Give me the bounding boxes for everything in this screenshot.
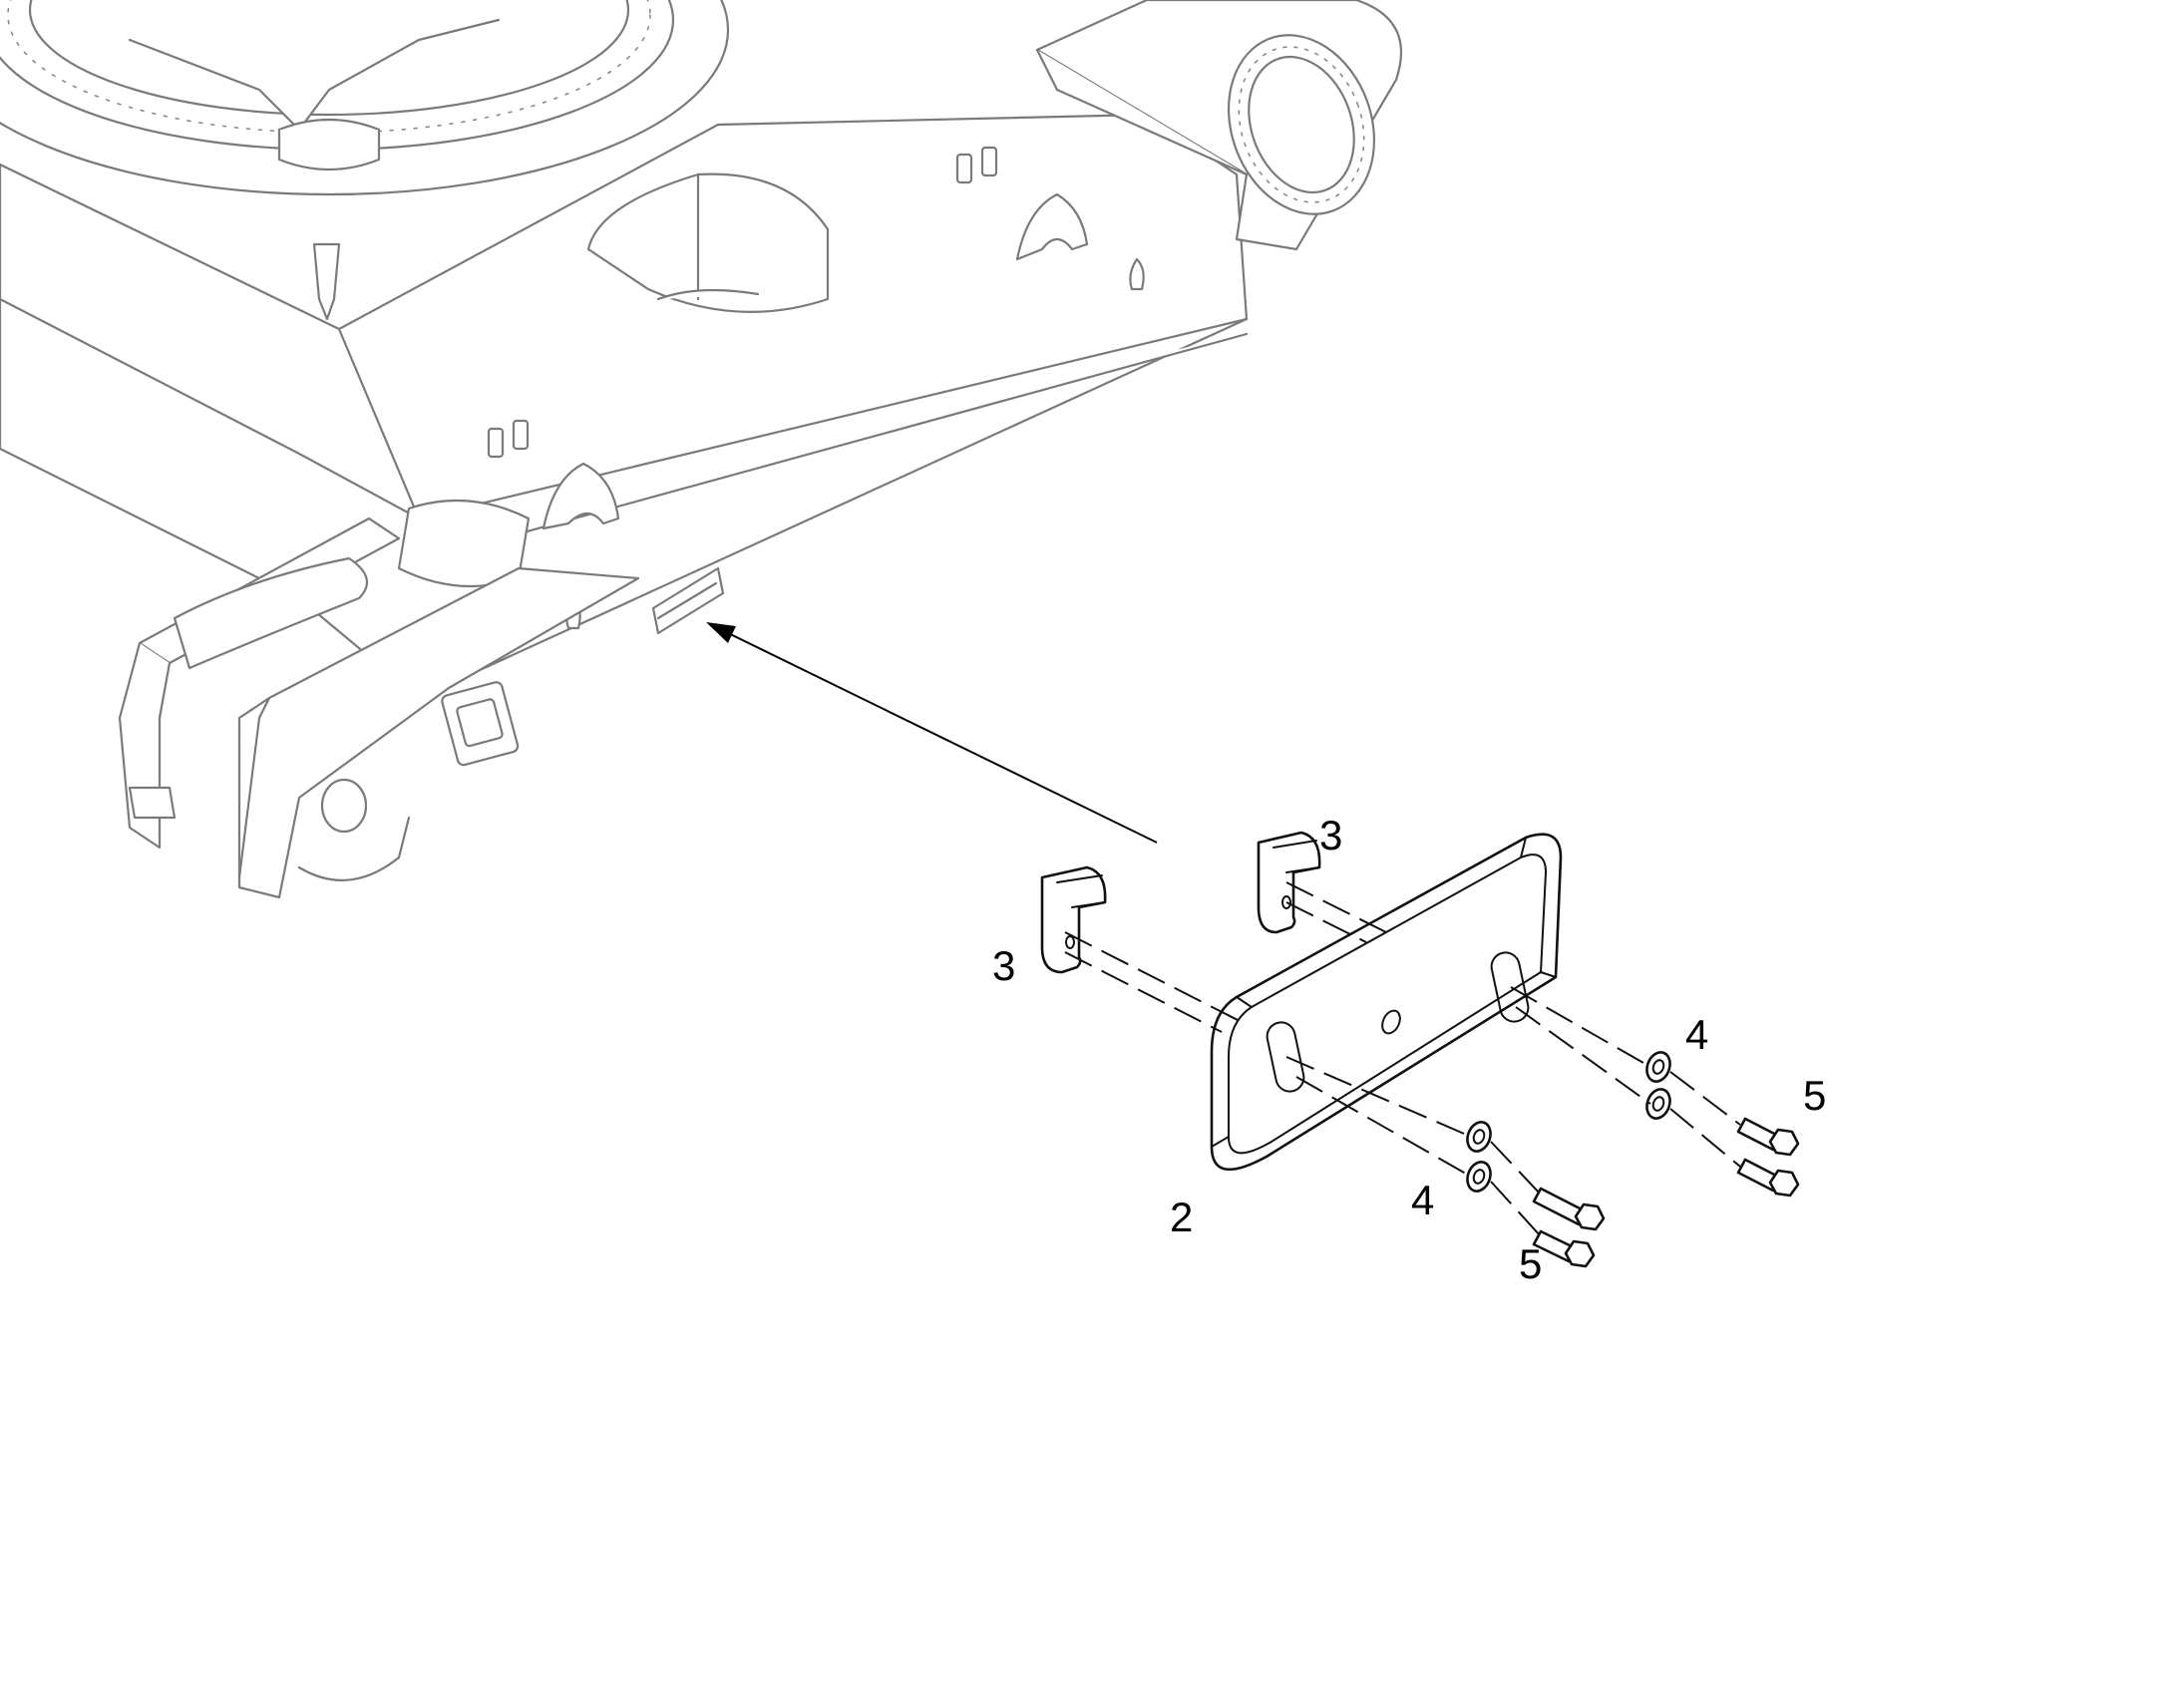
rear-axle-housing: [1035, 0, 1403, 251]
assembly-centerlines: [1064, 881, 1741, 1237]
slewing-ring: [0, 0, 729, 196]
wedge-marker: [312, 242, 341, 321]
washers-right: [1645, 1051, 1671, 1120]
callout-clip-left: 3: [992, 942, 1015, 989]
washers-left: [1466, 1121, 1492, 1193]
retaining-clip-left: [1040, 865, 1107, 974]
undercarriage-frame: [0, 0, 1403, 899]
guard-plate-hole: [1381, 1009, 1401, 1035]
installation-arrow: [706, 622, 1158, 844]
guard-plate-slot-right: [1490, 951, 1530, 1023]
callout-washer-right: 4: [1685, 1011, 1708, 1058]
guard-plate-slot-left: [1266, 1021, 1305, 1093]
callout-washer-left: 4: [1411, 1177, 1434, 1223]
callout-bolt-right: 5: [1803, 1072, 1826, 1119]
cross-member-cutout-left: [586, 172, 830, 313]
track-frame-right-end: [237, 566, 640, 899]
key-pin-1: [1129, 257, 1145, 291]
retaining-clip-right: [1257, 831, 1321, 934]
bolts-left: [1532, 1187, 1606, 1268]
lifting-bracket-2: [542, 462, 620, 530]
callout-guard-plate: 2: [1170, 1194, 1193, 1240]
callout-bolt-left: 5: [1519, 1240, 1542, 1287]
guard-plate: [1210, 833, 1563, 1172]
track-frame-left-end: [118, 516, 401, 850]
bolts-right: [1736, 1117, 1800, 1197]
callout-clip-right: 3: [1319, 812, 1342, 858]
stud-pair-1: [955, 153, 973, 184]
callout-labels: 2 3 3 4 4 5 5: [992, 812, 1826, 1287]
stud-pair-2: [487, 427, 505, 459]
lifting-bracket-1: [1015, 192, 1089, 261]
